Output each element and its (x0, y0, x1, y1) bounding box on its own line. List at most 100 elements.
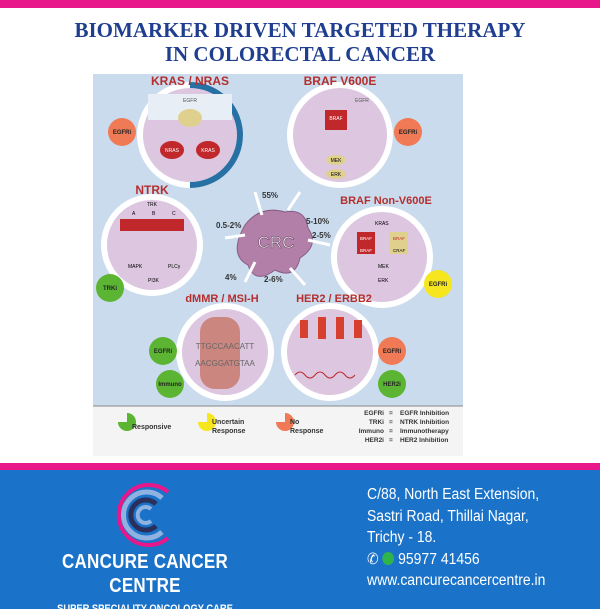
svg-text:NTRK: NTRK (135, 183, 169, 197)
svg-text:BRAF: BRAF (360, 248, 372, 253)
svg-text:Response: Response (290, 428, 324, 435)
svg-text:EGFRi: EGFRi (113, 130, 132, 136)
svg-text:KRAS: KRAS (201, 148, 215, 154)
biomarker-diagram: CRC 55% 5-10% 0.5-2% 2-5% 4% 2-6% KRAS /… (93, 74, 463, 456)
svg-text:B: B (152, 211, 156, 217)
address-line-1: C/88, North East Extension, (367, 486, 540, 503)
svg-text:ERK: ERK (378, 278, 389, 284)
crc-cell-icon: CRC (236, 209, 313, 277)
svg-text:ERK: ERK (331, 172, 342, 178)
svg-text:dMMR / MSI-H: dMMR / MSI-H (185, 293, 258, 305)
svg-text:=: = (389, 437, 393, 444)
phone-icon: ✆ (367, 550, 379, 568)
svg-text:EGFR: EGFR (183, 98, 197, 104)
svg-text:=: = (389, 410, 393, 417)
svg-text:4%: 4% (225, 273, 237, 282)
centre-name: CANCURE CANCER CENTRE (61, 551, 229, 597)
svg-text:AACGGATGTAA: AACGGATGTAA (195, 359, 255, 368)
top-accent-bar (0, 0, 600, 8)
svg-text:TTGCCAACATT: TTGCCAACATT (196, 342, 255, 351)
svg-text:PLCγ: PLCγ (168, 264, 181, 270)
phone-number[interactable]: 95977 41456 (398, 550, 480, 568)
svg-text:0.5-2%: 0.5-2% (216, 221, 241, 230)
svg-text:KRAS: KRAS (375, 221, 389, 227)
arrows (224, 191, 331, 286)
legend-responsive: Responsive (118, 413, 171, 431)
svg-text:MEK: MEK (378, 264, 390, 270)
panel-her2-erbb2: HER2 / ERBB2 (281, 293, 379, 401)
badge-her2i: HER2i (378, 370, 406, 398)
svg-text:MEK: MEK (331, 158, 343, 164)
footer: CANCURE CANCER CENTRE SUPER SPECIALITY O… (0, 470, 600, 615)
address-line-2: Sastri Road, Thillai Nagar, (367, 507, 529, 525)
footer-accent-bar (0, 463, 600, 470)
poster-title: BIOMARKER DRIVEN TARGETED THERAPY IN COL… (0, 18, 600, 66)
svg-text:No: No (290, 419, 299, 426)
svg-text:HER2 / ERBB2: HER2 / ERBB2 (296, 293, 372, 305)
badge-egfri-braf-v600e: EGFRi (394, 118, 422, 146)
svg-text:Immuno: Immuno (158, 382, 182, 388)
svg-text:PI3K: PI3K (148, 278, 160, 284)
svg-text:EGFRi: EGFRi (383, 349, 402, 355)
website-link[interactable]: www.cancurecancercentre.in (367, 572, 546, 589)
contact-info: C/88, North East Extension, Sastri Road,… (367, 484, 545, 592)
svg-text:Uncertain: Uncertain (212, 419, 244, 426)
svg-text:MAPK: MAPK (128, 264, 143, 270)
svg-text:BRAF: BRAF (329, 116, 342, 122)
badge-egfri-kras: EGFRi (108, 118, 136, 146)
svg-text:NRAS: NRAS (165, 148, 180, 154)
svg-text:NTRK Inhibition: NTRK Inhibition (400, 419, 449, 426)
svg-text:5-10%: 5-10% (306, 217, 329, 226)
svg-text:TRK: TRK (147, 202, 158, 208)
svg-text:=: = (389, 419, 393, 426)
badge-egfri-her2: EGFRi (378, 337, 406, 365)
svg-text:EGFRi: EGFRi (429, 282, 448, 288)
svg-text:KRAS / NRAS: KRAS / NRAS (151, 74, 229, 88)
svg-text:2-5%: 2-5% (312, 231, 331, 240)
brand: CANCURE CANCER CENTRE SUPER SPECIALITY O… (20, 550, 270, 616)
whatsapp-icon (382, 551, 395, 565)
tagline: SUPER SPECIALITY ONCOLOGY CARE (57, 603, 233, 615)
abbreviation-table: EGFRi = EGFR Inhibition TRKi = NTRK Inhibiti… (359, 410, 449, 444)
center-label: CRC (258, 233, 295, 252)
svg-text:BRAF: BRAF (360, 236, 372, 241)
panel-braf-v600e: BRAF V600E EGFR BRAF MEK ERK (287, 74, 393, 188)
title-line-2: IN COLORECTAL CANCER (164, 42, 436, 66)
svg-text:C: C (172, 211, 176, 217)
svg-text:TRKi: TRKi (369, 419, 384, 426)
legend-background (93, 406, 463, 456)
svg-text:EGFR: EGFR (355, 98, 369, 104)
svg-text:Responsive: Responsive (132, 424, 171, 431)
svg-text:TRKi: TRKi (103, 286, 117, 292)
svg-text:HER2i: HER2i (383, 382, 401, 388)
title-line-1: BIOMARKER DRIVEN TARGETED THERAPY (74, 18, 526, 42)
panel-kras-nras: KRAS / NRAS EGFR NRAS KRAS (137, 74, 243, 188)
svg-text:2-6%: 2-6% (264, 275, 283, 284)
svg-text:CRAF: CRAF (393, 248, 406, 253)
badge-immuno: Immuno (156, 370, 184, 398)
svg-text:HER2 Inhibition: HER2 Inhibition (400, 437, 448, 444)
svg-text:=: = (389, 428, 393, 435)
svg-text:BRAF Non-V600E: BRAF Non-V600E (340, 195, 432, 207)
svg-text:EGFRi: EGFRi (399, 130, 418, 136)
address-line-3: Trichy - 18. (367, 529, 437, 546)
phone-row: ✆ 95977 41456 (367, 549, 545, 571)
badge-egfri-braf-non-v600e: EGFRi (424, 270, 452, 298)
svg-text:EGFRi: EGFRi (154, 349, 173, 355)
svg-text:EGFRi: EGFRi (364, 410, 384, 417)
svg-text:Immuno: Immuno (359, 428, 384, 435)
svg-text:HER2i: HER2i (365, 437, 384, 444)
svg-text:55%: 55% (262, 191, 278, 200)
svg-text:EGFR Inhibition: EGFR Inhibition (400, 410, 449, 417)
badge-trki: TRKi (96, 274, 124, 302)
svg-text:A: A (132, 211, 136, 217)
percent-labels: 55% 5-10% 0.5-2% 2-5% 4% 2-6% (216, 191, 331, 284)
panel-braf-non-v600e: BRAF Non-V600E KRAS BRAF BRAF BRAF CRAF … (331, 195, 433, 308)
svg-text:Immunotherapy: Immunotherapy (400, 428, 449, 435)
badge-egfri-dmmr: EGFRi (149, 337, 177, 365)
panel-dmmr-msi-h: dMMR / MSI-H TTGCCAACATT AACGGATGTAA (176, 293, 274, 401)
svg-text:BRAF V600E: BRAF V600E (304, 74, 377, 88)
